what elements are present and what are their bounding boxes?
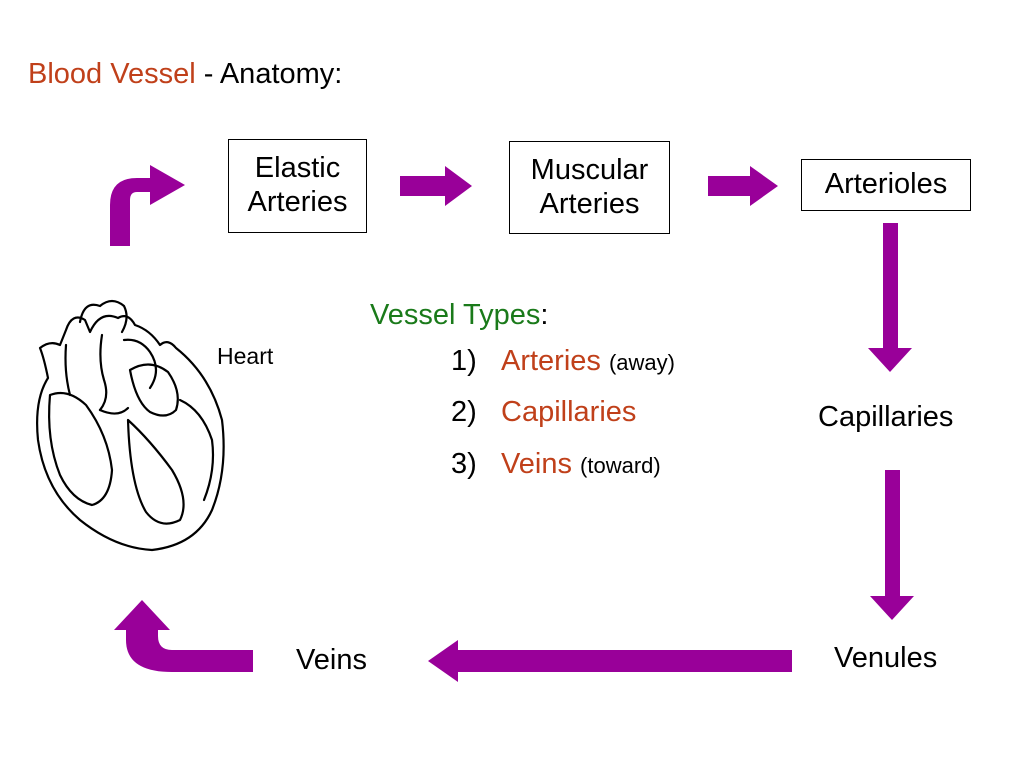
- arrow-elastic-to-muscular-icon: [400, 166, 472, 206]
- heart-label: Heart: [217, 343, 274, 369]
- vessel-types-heading-text: Vessel Types: [370, 299, 541, 331]
- vessel-type-name: Veins: [501, 448, 572, 480]
- arrow-arterioles-to-capillaries-icon: [868, 223, 912, 372]
- vessel-type-note: (away): [608, 350, 675, 375]
- vessel-type-item: 1) Arteries (away): [451, 345, 675, 378]
- slide-title: Blood Vessel - Anatomy:: [28, 58, 342, 91]
- heart-outline-icon: [36, 299, 225, 552]
- turn-left-up-arrow-icon: [114, 600, 253, 672]
- node-muscular-arteries-line1: Muscular: [530, 153, 649, 186]
- vessel-type-name: Arteries: [501, 345, 601, 377]
- title-rest: - Anatomy:: [195, 58, 343, 90]
- vessel-type-item: 3) Veins (toward): [451, 448, 661, 481]
- node-arterioles-label: Arterioles: [824, 168, 948, 201]
- turn-up-right-arrow-icon: [110, 165, 185, 246]
- node-arterioles: Arterioles: [801, 159, 971, 211]
- node-venules: Venules: [834, 642, 938, 674]
- vessel-type-note: (toward): [580, 453, 661, 478]
- vessel-types-heading: Vessel Types:: [370, 299, 548, 332]
- title-highlight: Blood Vessel: [28, 58, 196, 90]
- vessel-type-number: 1): [451, 345, 477, 377]
- vessel-type-item: 2) Capillaries: [451, 396, 636, 429]
- node-veins: Veins: [296, 644, 367, 676]
- node-elastic-arteries-line2: Arteries: [247, 186, 348, 218]
- node-elastic-arteries: Elastic Arteries: [228, 139, 367, 233]
- arrow-venules-to-veins-icon: [428, 640, 792, 682]
- node-muscular-arteries-line2: Arteries: [539, 187, 640, 220]
- vessel-type-number: 3): [451, 448, 477, 480]
- vessel-type-number: 2): [451, 396, 477, 428]
- vessel-types-colon: :: [540, 299, 549, 331]
- node-capillaries: Capillaries: [818, 401, 954, 433]
- node-elastic-arteries-line1: Elastic: [254, 152, 341, 185]
- arrow-muscular-to-arterioles-icon: [708, 166, 778, 206]
- node-muscular-arteries: Muscular Arteries: [509, 141, 670, 234]
- arrow-capillaries-to-venules-icon: [870, 470, 914, 620]
- vessel-type-name: Capillaries: [501, 396, 637, 428]
